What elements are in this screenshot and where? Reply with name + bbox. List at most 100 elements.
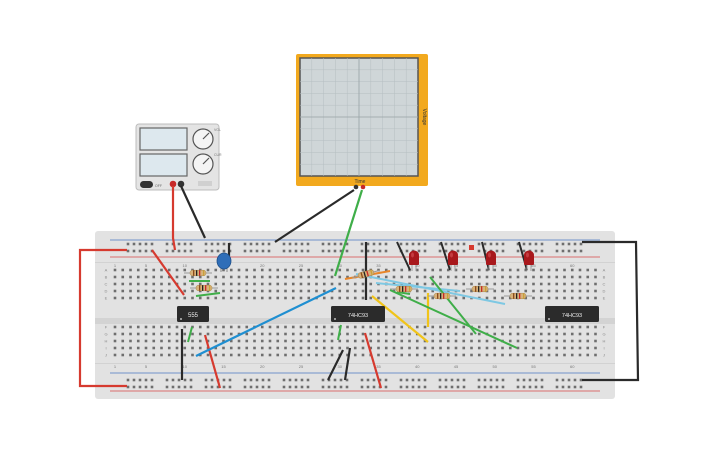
hole[interactable] (276, 346, 280, 350)
hole[interactable] (167, 282, 171, 286)
hole[interactable] (462, 353, 466, 357)
hole[interactable] (462, 339, 466, 343)
hole[interactable] (136, 346, 140, 350)
hole[interactable] (253, 332, 256, 336)
hole[interactable] (415, 282, 419, 286)
hole[interactable] (377, 346, 380, 350)
hole[interactable] (346, 275, 349, 279)
hole[interactable] (152, 339, 156, 343)
rail-hole[interactable] (177, 385, 181, 389)
hole[interactable] (361, 339, 365, 343)
hole[interactable] (307, 296, 311, 300)
hole[interactable] (377, 339, 380, 343)
hole[interactable] (222, 289, 225, 293)
hole[interactable] (191, 346, 194, 350)
hole[interactable] (578, 325, 582, 329)
hole[interactable] (245, 332, 249, 336)
rail-hole[interactable] (339, 242, 343, 246)
hole[interactable] (454, 282, 458, 286)
hole[interactable] (377, 268, 380, 272)
hole[interactable] (477, 275, 481, 279)
rail-hole[interactable] (165, 242, 169, 246)
rail-hole[interactable] (150, 242, 154, 246)
hole[interactable] (299, 353, 303, 357)
hole[interactable] (501, 325, 504, 329)
hole[interactable] (183, 325, 187, 329)
hole[interactable] (408, 332, 411, 336)
rail-hole[interactable] (573, 385, 577, 389)
hole[interactable] (369, 296, 373, 300)
rail-hole[interactable] (489, 378, 493, 382)
rail-hole[interactable] (366, 378, 370, 382)
rail-hole[interactable] (294, 385, 298, 389)
hole[interactable] (175, 332, 179, 336)
hole[interactable] (129, 332, 132, 336)
rail-hole[interactable] (489, 242, 493, 246)
hole[interactable] (299, 275, 303, 279)
rail-hole[interactable] (384, 249, 388, 253)
rail-hole[interactable] (306, 242, 310, 246)
hole[interactable] (206, 275, 210, 279)
rail-hole[interactable] (555, 378, 559, 382)
hole[interactable] (570, 268, 574, 272)
hole[interactable] (493, 339, 497, 343)
hole[interactable] (369, 282, 373, 286)
hole[interactable] (516, 353, 520, 357)
hole[interactable] (121, 353, 125, 357)
hole[interactable] (144, 339, 148, 343)
hole[interactable] (346, 339, 349, 343)
hole[interactable] (563, 346, 566, 350)
hole[interactable] (276, 339, 280, 343)
hole[interactable] (400, 346, 404, 350)
rail-hole[interactable] (171, 249, 175, 253)
rail-hole[interactable] (501, 385, 505, 389)
hole[interactable] (144, 346, 148, 350)
hole[interactable] (462, 275, 466, 279)
hole[interactable] (136, 325, 140, 329)
wire-black-led-3[interactable] (481, 241, 490, 271)
rail-hole[interactable] (243, 385, 247, 389)
rail-hole[interactable] (300, 249, 304, 253)
hole[interactable] (578, 339, 582, 343)
rail-hole[interactable] (366, 385, 370, 389)
hole[interactable] (446, 339, 450, 343)
hole[interactable] (423, 289, 427, 293)
hole[interactable] (377, 353, 380, 357)
rail-hole[interactable] (144, 378, 148, 382)
hole[interactable] (191, 353, 194, 357)
rail-hole[interactable] (372, 385, 376, 389)
hole[interactable] (276, 325, 280, 329)
hole[interactable] (547, 332, 551, 336)
hole[interactable] (439, 325, 442, 329)
hole[interactable] (586, 332, 590, 336)
rail-hole[interactable] (477, 378, 481, 382)
wire-green-short-2[interactable] (195, 292, 221, 297)
hole[interactable] (222, 346, 225, 350)
rail-hole[interactable] (267, 378, 271, 382)
hole[interactable] (516, 332, 520, 336)
rail-hole[interactable] (489, 385, 493, 389)
hole[interactable] (253, 339, 256, 343)
rail-hole[interactable] (540, 378, 544, 382)
hole[interactable] (315, 346, 318, 350)
hole[interactable] (485, 325, 489, 329)
hole[interactable] (222, 275, 225, 279)
hole[interactable] (539, 332, 543, 336)
hole[interactable] (392, 268, 396, 272)
hole[interactable] (477, 325, 481, 329)
rail-hole[interactable] (222, 249, 226, 253)
hole[interactable] (206, 339, 210, 343)
hole[interactable] (121, 268, 125, 272)
hole[interactable] (384, 339, 388, 343)
hole[interactable] (237, 346, 241, 350)
hole[interactable] (563, 268, 566, 272)
rail-hole[interactable] (339, 385, 343, 389)
hole[interactable] (206, 296, 210, 300)
hole[interactable] (113, 275, 117, 279)
rail-hole[interactable] (522, 242, 526, 246)
hole[interactable] (268, 325, 272, 329)
hole[interactable] (245, 268, 249, 272)
hole[interactable] (229, 296, 233, 300)
hole[interactable] (446, 282, 450, 286)
hole[interactable] (570, 353, 574, 357)
